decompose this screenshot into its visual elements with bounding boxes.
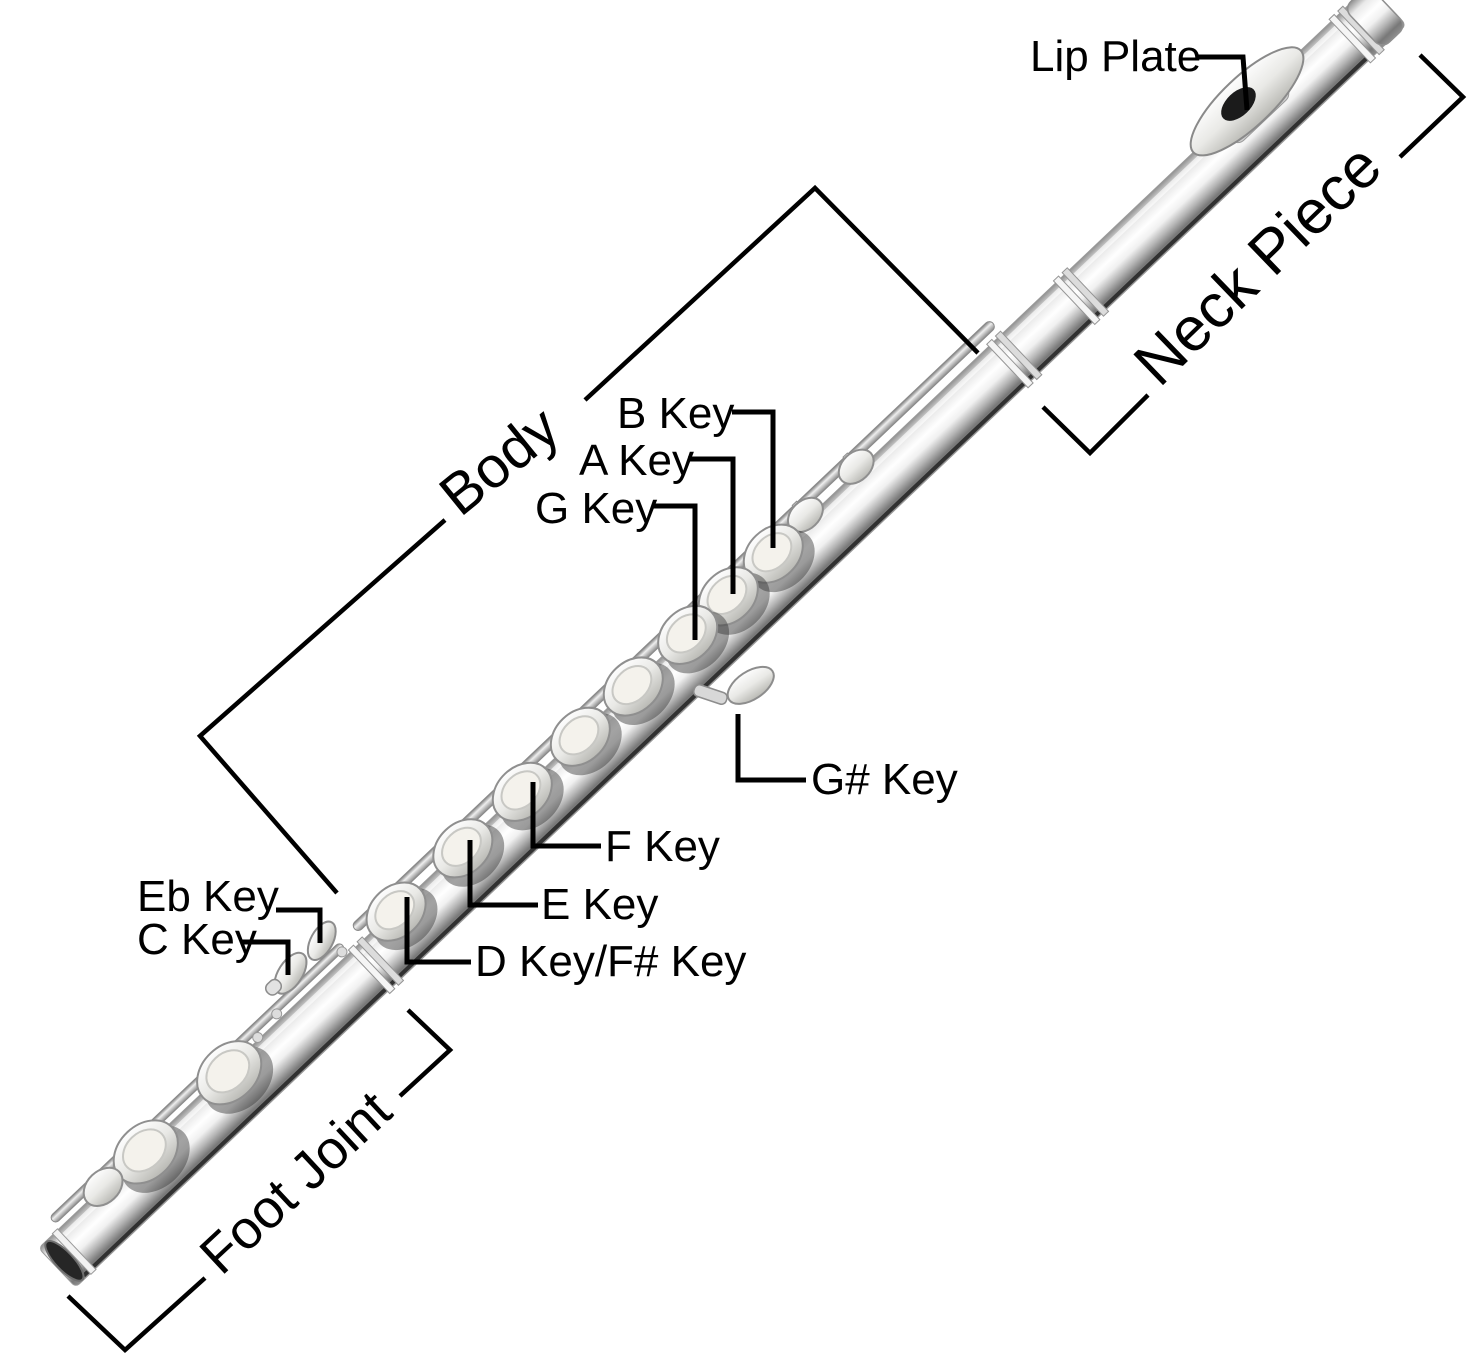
c-key-connector <box>241 939 291 975</box>
crown-cap <box>1328 0 1404 64</box>
neck-piece-bracket-upper <box>1398 53 1467 159</box>
pad-b-key <box>742 523 815 593</box>
foot-end-ring <box>51 1228 97 1275</box>
a-key-connector <box>688 456 736 594</box>
f-key-connector <box>530 782 601 849</box>
lip-plate-connector <box>1197 54 1250 111</box>
label-a-key: A Key <box>579 436 694 485</box>
label-f-key: F Key <box>605 822 720 871</box>
e-key-connector <box>467 840 538 908</box>
label-eb-key: Eb Key <box>137 872 279 921</box>
foot-joint-bracket-lower <box>66 1276 207 1354</box>
g-sharp-key-spatula <box>692 665 775 706</box>
neck-piece-bracket-lower <box>1041 393 1150 457</box>
foot-joint-bracket-upper <box>398 1008 454 1098</box>
body-bracket-upper <box>583 184 980 402</box>
c-key-roller <box>264 978 283 996</box>
label-b-key: B Key <box>617 389 735 438</box>
body-bracket-lower <box>196 518 447 895</box>
pad-a-key <box>697 566 770 635</box>
label-g-sharp-key: G# Key <box>811 755 958 804</box>
pad-f-key <box>491 761 564 831</box>
g-key-connector <box>652 503 698 640</box>
eb-key-connector <box>276 907 323 943</box>
body-key-pads <box>365 448 875 951</box>
foot-end-opening <box>44 1240 85 1282</box>
b-key-connector <box>732 409 776 548</box>
label-c-key: C Key <box>137 915 257 964</box>
label-g-key: G Key <box>535 484 658 533</box>
label-e-key: E Key <box>541 880 659 929</box>
flute-body-group <box>40 0 1405 1286</box>
d-key-connector <box>404 897 471 965</box>
foot-joint-keys <box>82 920 348 1207</box>
label-lip-plate: Lip Plate <box>1030 32 1202 81</box>
label-d-key: D Key/F# Key <box>475 937 747 986</box>
pad-e-key <box>432 818 505 887</box>
tenon-rings <box>347 267 1110 995</box>
g-sharp-key-connector <box>735 714 806 783</box>
tube-shadow-edge <box>82 52 1373 1277</box>
